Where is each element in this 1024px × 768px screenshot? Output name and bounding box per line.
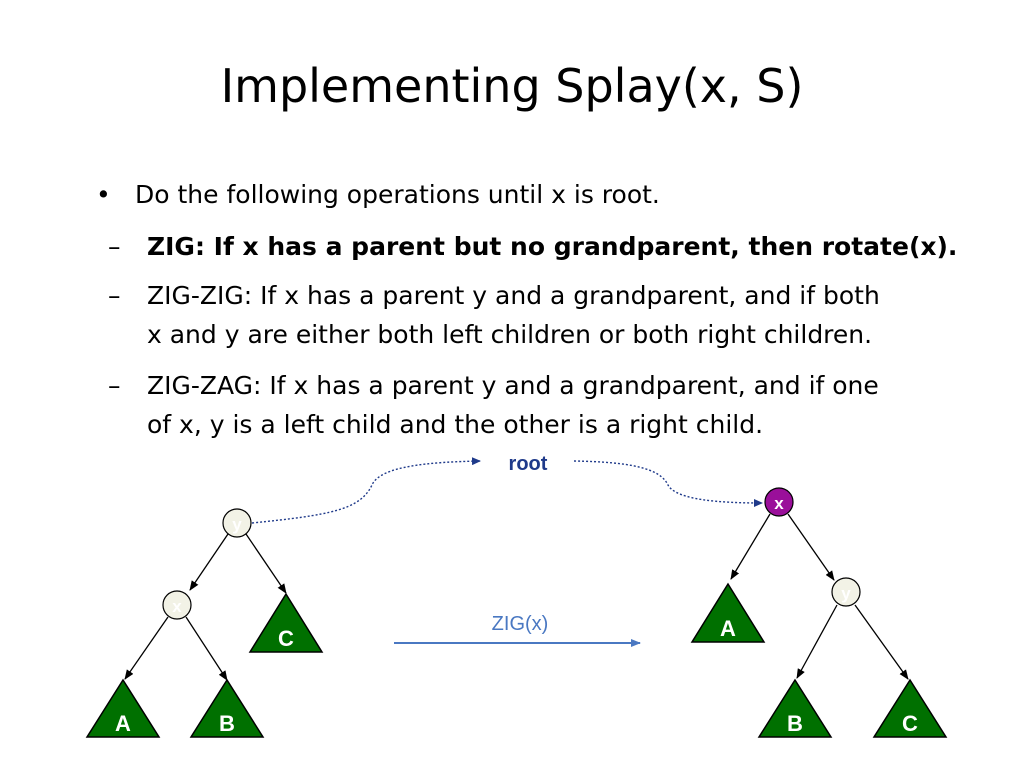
subitem-zig: ZIG: If x has a parent but no grandparen… <box>147 232 958 261</box>
subitem-zig-zag-line-1: ZIG-ZAG: If x has a parent y and a grand… <box>147 371 879 400</box>
edge-y-to-c <box>245 533 287 594</box>
edge-x-to-a <box>124 616 169 680</box>
subitem-marker-zig-zig: – <box>108 281 121 310</box>
subtree-c-after <box>872 678 948 738</box>
edge-x-to-a-after <box>730 513 771 580</box>
subtree-c-after-label: C <box>902 711 918 736</box>
slide-title: Implementing Splay(x, S) <box>220 59 804 113</box>
subtree-a-after-label: A <box>720 616 736 641</box>
edge-y-to-b-after <box>796 604 838 679</box>
edge-x-to-b <box>185 616 228 681</box>
node-x-after-label: x <box>774 494 784 513</box>
node-y-before-label: y <box>232 515 242 534</box>
subtree-c-before-label: C <box>278 626 294 651</box>
subitem-marker-zig-zag: – <box>108 371 121 400</box>
node-y-after-label: y <box>841 584 851 603</box>
root-label: root <box>509 453 548 475</box>
edge-x-to-y-after <box>787 513 835 581</box>
subtree-a-before <box>85 678 161 738</box>
dotted-arrow-from-root <box>573 460 763 507</box>
subtree-c-before <box>248 592 324 653</box>
edge-y-to-x <box>189 533 229 591</box>
subtree-b-before-label: B <box>219 711 235 736</box>
node-y-before <box>222 508 252 538</box>
subtree-a-after <box>690 582 766 643</box>
subitem-zig-zig-line-2: x and y are either both left children or… <box>147 320 873 349</box>
subtree-b-after <box>757 678 833 738</box>
subitem-marker-zig: – <box>108 232 121 261</box>
subtree-b-before <box>189 678 265 738</box>
subtree-a-before-label: A <box>115 711 131 736</box>
edge-y-to-c-after <box>854 604 909 680</box>
node-y-after <box>831 577 861 607</box>
subtree-b-after-label: B <box>787 711 803 736</box>
node-x-before <box>162 590 192 620</box>
subitem-zig-zig-line-1: ZIG-ZIG: If x has a parent y and a grand… <box>147 281 880 310</box>
node-x-after-root <box>764 487 794 517</box>
operation-label: ZIG(x) <box>492 613 549 635</box>
dotted-arrow-to-root <box>251 457 481 524</box>
bullet-text: Do the following operations until x is r… <box>135 180 660 209</box>
node-x-before-label: x <box>172 597 182 616</box>
bullet-marker: • <box>96 180 111 209</box>
subitem-zig-zag-line-2: of x, y is a left child and the other is… <box>147 410 764 439</box>
